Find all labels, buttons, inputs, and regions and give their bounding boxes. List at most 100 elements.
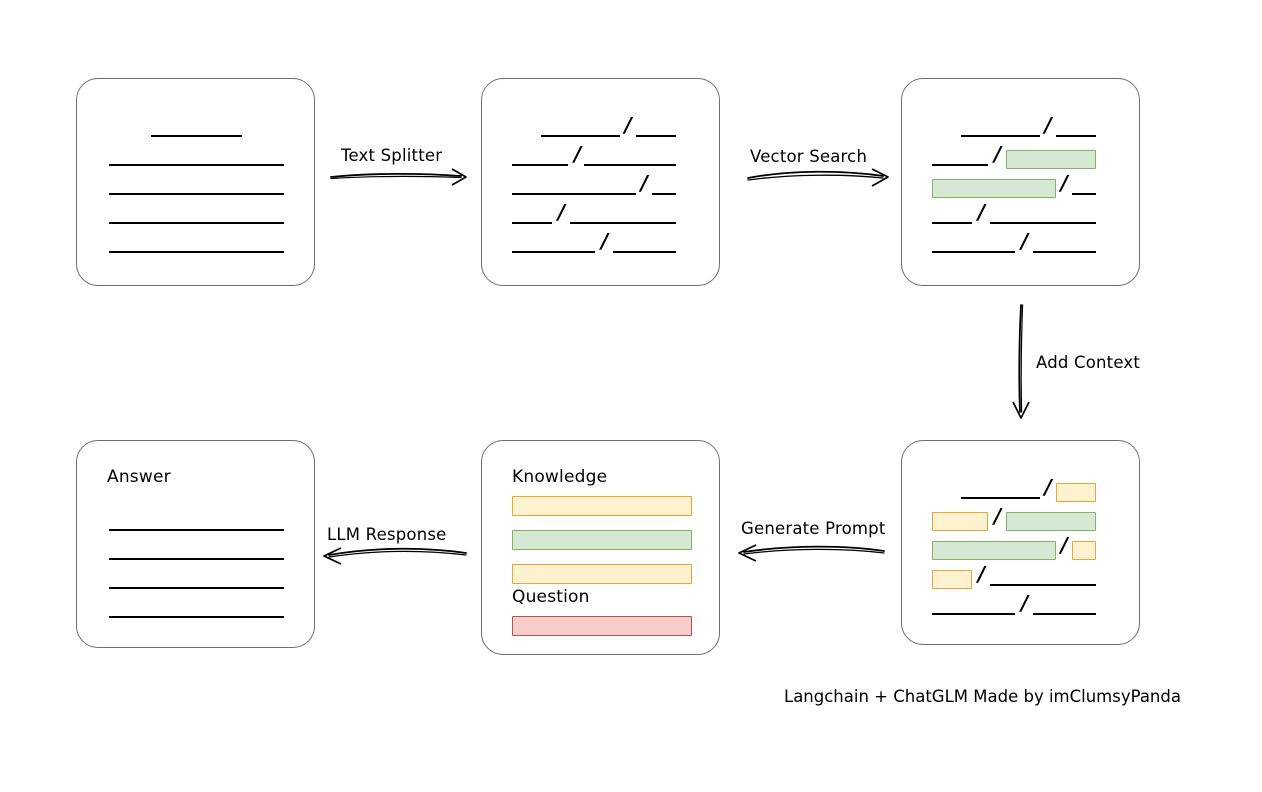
chunk-row: / — [932, 593, 1112, 615]
knowledge-bar-green-1 — [512, 530, 692, 550]
edge-label-add-context: Add Context — [1036, 353, 1141, 372]
chunk-row: / — [512, 144, 692, 166]
doc-line-segment — [109, 164, 284, 166]
chunk-separator: / — [994, 142, 1002, 166]
arrow-add-context — [1012, 304, 1030, 419]
chunk-separator: / — [574, 142, 582, 166]
arrow-vector-search — [747, 168, 889, 187]
doc-row — [109, 144, 284, 166]
chunk-separator: / — [1060, 171, 1068, 195]
knowledge-heading: Knowledge — [512, 467, 608, 487]
edge-label-llm-response: LLM Response — [327, 525, 447, 544]
doc-line-segment — [109, 222, 284, 224]
chunk-row: / — [932, 533, 1112, 560]
chunk-row: / — [512, 202, 692, 224]
doc-row — [109, 231, 284, 253]
chunk-line-segment — [512, 222, 552, 224]
doc-row — [109, 173, 284, 195]
chunk-row: / — [932, 504, 1112, 531]
chunk-row: / — [932, 115, 1112, 137]
arrow-text-splitter — [330, 168, 467, 186]
chunk-separator: / — [557, 200, 566, 224]
chunk-separator: / — [994, 504, 1002, 528]
question-bar-red — [512, 616, 692, 636]
chunk-line-segment — [932, 251, 1015, 253]
doc-line-segment — [109, 251, 284, 253]
chunk-separator: / — [1044, 113, 1052, 137]
chunk-separator: / — [1044, 475, 1052, 499]
chunk-highlight-yellow — [1056, 483, 1096, 502]
knowledge-bar-yellow-1 — [512, 496, 692, 516]
chunk-row: / — [932, 231, 1112, 253]
chunk-row: / — [932, 202, 1112, 224]
chunk-line-segment — [989, 584, 1096, 586]
box-context-added-chunks[interactable]: / / / / / — [901, 440, 1140, 645]
chunk-row: / — [932, 475, 1112, 502]
answer-row — [109, 509, 284, 531]
chunk-line-segment — [512, 251, 595, 253]
answer-row — [109, 538, 284, 560]
chunk-separator: / — [624, 113, 632, 137]
chunk-separator: / — [977, 200, 986, 224]
chunk-row: / — [932, 562, 1112, 589]
answer-line-segment — [109, 616, 284, 618]
box-prompt[interactable]: Knowledge Question — [481, 440, 720, 655]
chunk-separator: / — [640, 171, 648, 195]
chunk-line-segment — [960, 135, 1040, 137]
chunk-line-segment — [636, 135, 676, 137]
answer-line-segment — [109, 558, 284, 560]
chunk-highlight-green — [932, 179, 1057, 198]
arrow-llm-response — [323, 547, 467, 565]
chunk-highlight-green — [1005, 150, 1096, 169]
box-split-chunks[interactable]: / / / / / — [481, 78, 720, 286]
chunk-line-segment — [932, 164, 988, 166]
box-vector-matched-chunks[interactable]: / / / / / — [901, 78, 1140, 286]
chunk-line-segment — [989, 222, 1096, 224]
chunk-line-segment — [1032, 251, 1096, 253]
chunk-separator: / — [1021, 591, 1029, 615]
chunk-separator: / — [1060, 533, 1068, 557]
edge-label-text-splitter: Text Splitter — [341, 146, 443, 165]
chunk-line-segment — [960, 497, 1040, 499]
chunk-row: / — [932, 142, 1112, 169]
chunk-row: / — [512, 173, 692, 195]
box-answer[interactable]: Answer — [76, 440, 315, 648]
chunk-line-segment — [1072, 193, 1096, 195]
chunk-line-segment — [584, 164, 676, 166]
doc-row — [109, 202, 284, 224]
chunk-highlight-green — [1005, 512, 1096, 531]
chunk-line-segment — [512, 164, 568, 166]
chunk-line-segment — [540, 135, 620, 137]
chunk-line-segment — [612, 251, 676, 253]
chunk-highlight-yellow — [932, 512, 988, 531]
answer-line-segment — [109, 529, 284, 531]
chunk-line-segment — [652, 193, 676, 195]
chunk-highlight-green — [932, 541, 1057, 560]
box-source-document[interactable] — [76, 78, 315, 286]
chunk-highlight-yellow — [1072, 541, 1096, 560]
question-heading: Question — [512, 587, 590, 607]
chunk-row: / — [512, 115, 692, 137]
edge-label-generate-prompt: Generate Prompt — [741, 519, 886, 538]
arrow-generate-prompt — [738, 544, 885, 562]
chunk-highlight-yellow — [932, 570, 972, 589]
chunk-line-segment — [512, 193, 637, 195]
doc-line-segment — [151, 135, 242, 137]
edge-label-vector-search: Vector Search — [750, 147, 868, 166]
doc-row — [109, 115, 284, 137]
answer-line-segment — [109, 587, 284, 589]
chunk-row: / — [512, 231, 692, 253]
chunk-line-segment — [932, 613, 1015, 615]
chunk-line-segment — [1032, 613, 1096, 615]
answer-row — [109, 596, 284, 618]
chunk-line-segment — [1056, 135, 1096, 137]
answer-row — [109, 567, 284, 589]
chunk-separator: / — [1021, 229, 1029, 253]
answer-heading: Answer — [107, 467, 171, 487]
chunk-row: / — [932, 171, 1112, 198]
knowledge-bar-yellow-2 — [512, 564, 692, 584]
chunk-separator: / — [977, 562, 986, 586]
credit-text: Langchain + ChatGLM Made by imClumsyPand… — [784, 687, 1181, 706]
